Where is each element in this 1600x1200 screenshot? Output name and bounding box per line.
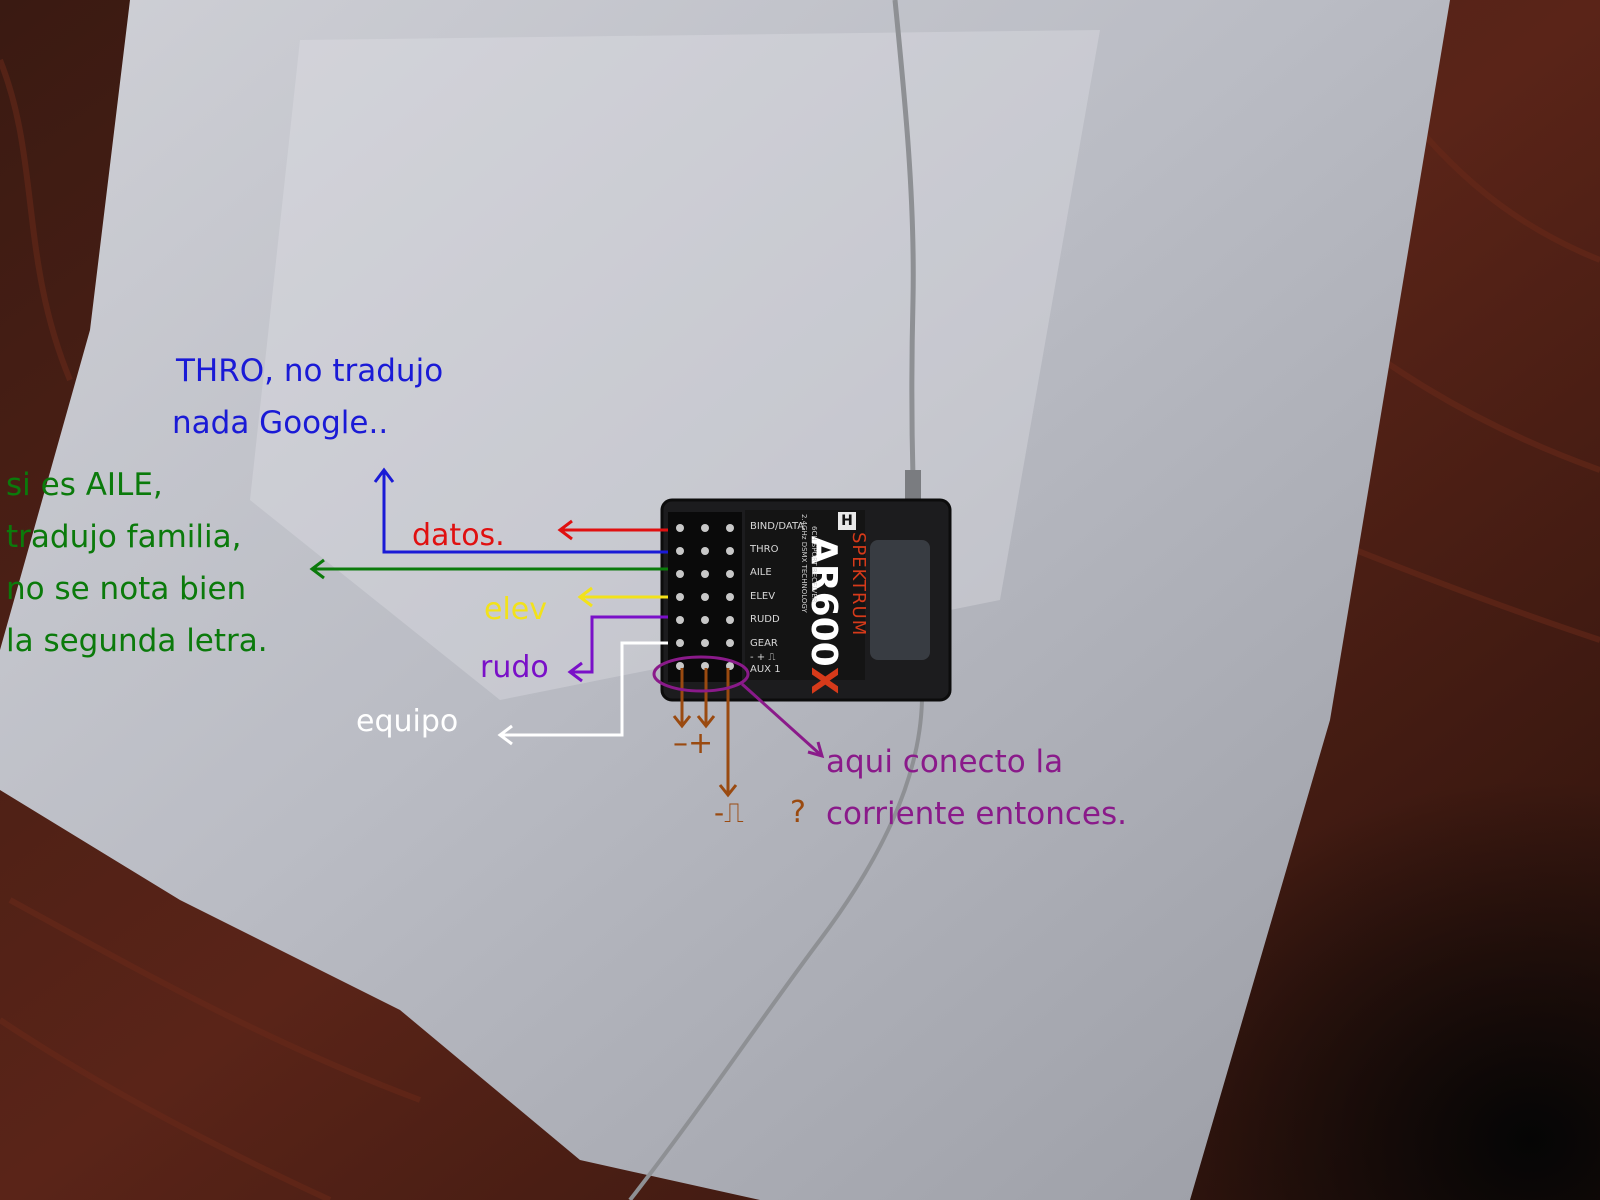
thro-note-line-1: THRO, no tradujo xyxy=(176,353,444,389)
power-note-line-2: corriente entonces. xyxy=(826,796,1127,832)
pin-label-aile: AILE xyxy=(750,567,772,578)
brand-name: SPEKTRUM xyxy=(848,532,869,637)
pin-label-gear: GEAR xyxy=(750,638,778,649)
pin-label-bind: BIND/DATA xyxy=(750,521,805,532)
model-suffix: X xyxy=(803,666,844,695)
polarity-marks: - + ⎍ xyxy=(750,652,776,663)
receiver-label-plate xyxy=(745,510,865,680)
aile-note-line-1: si es AILE, xyxy=(6,467,163,503)
thro-note-line-2: nada Google.. xyxy=(172,405,389,441)
spec-line-2: 6CH SPORT RECEIVER xyxy=(810,526,818,603)
label-datos: datos. xyxy=(412,518,505,553)
arrow-power xyxy=(740,682,825,759)
arrow-aile xyxy=(309,558,668,580)
antenna-wire-bottom xyxy=(628,699,924,1200)
aile-note-line-2: tradujo familia, xyxy=(6,519,242,555)
pin-label-rudd: RUDD xyxy=(750,614,780,625)
aile-note: si es AILE, tradujo familia, no se nota … xyxy=(6,459,268,667)
aile-note-line-3: no se nota bien xyxy=(6,571,247,607)
power-note: aqui conecto la corriente entonces. xyxy=(826,736,1127,840)
label-question: ? xyxy=(790,795,806,830)
antenna-collar xyxy=(905,470,921,500)
label-minus-plus: –+ xyxy=(673,726,714,761)
arrow-datos xyxy=(557,519,668,541)
pin-label-elev: ELEV xyxy=(750,591,776,602)
aile-note-line-4: la segunda letra. xyxy=(6,623,268,659)
pin-label-aux1: AUX 1 xyxy=(750,664,781,675)
arrow-thro xyxy=(373,467,668,554)
label-rudo: rudo xyxy=(480,650,549,685)
pin-label-thro: THRO xyxy=(750,544,779,555)
arrow-rudo xyxy=(567,615,668,683)
arrow-elev xyxy=(577,586,668,608)
label-signal: -⎍ xyxy=(714,796,744,829)
thro-note: THRO, no tradujo nada Google.. xyxy=(172,345,444,449)
power-pins-ellipse xyxy=(652,655,750,693)
receiver-led-window xyxy=(870,540,930,660)
pin-header xyxy=(668,512,742,682)
brand-logo: H xyxy=(838,512,856,530)
label-elev: elev xyxy=(484,592,548,627)
label-equipo: equipo xyxy=(356,704,459,739)
antenna-wire-top xyxy=(892,0,916,479)
power-note-line-1: aqui conecto la xyxy=(826,744,1064,780)
arrow-equipo xyxy=(497,641,668,746)
